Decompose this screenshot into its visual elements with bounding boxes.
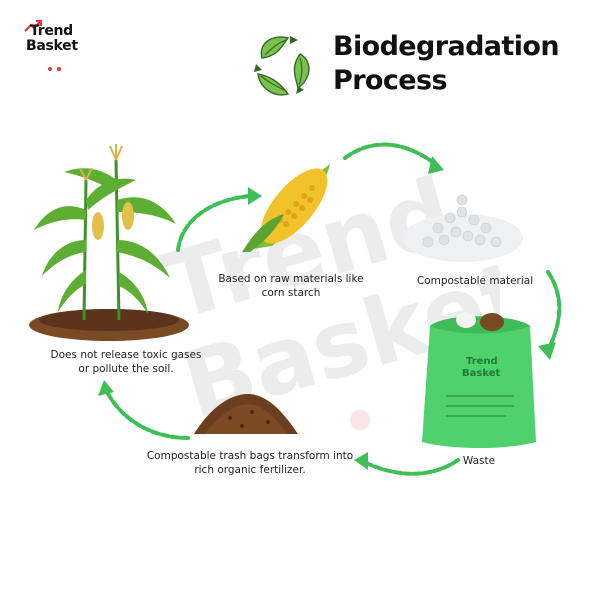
page-title: Biodegradation Process: [333, 30, 560, 98]
title-line1: Biodegradation: [333, 31, 560, 62]
arrow-waste-to-fertilizer: [362, 458, 460, 476]
arrowhead-4: [354, 452, 368, 470]
arrow-corn-to-material: [343, 142, 440, 168]
trend-arrow-icon: [24, 19, 43, 32]
brand-logo: Trend Basket: [22, 18, 92, 71]
arrowhead-2: [428, 156, 444, 174]
bag-print-line2: Basket: [462, 368, 500, 379]
corn-plant-illustration: [29, 144, 189, 341]
step-label-fertilizer: Compostable trash bags transform into ri…: [146, 450, 354, 476]
arrow-material-to-waste: [546, 270, 562, 352]
step-label-waste: Waste: [462, 455, 496, 467]
compostable-bag-illustration: Trend Basket: [422, 312, 536, 448]
corn-cob-illustration: [242, 164, 330, 252]
step-label-raw-materials: Based on raw materials like corn starch: [218, 273, 364, 299]
arrowhead-5: [98, 380, 114, 396]
arrowhead-1: [248, 187, 262, 205]
title-line2: Process: [333, 65, 448, 96]
basket-wheels: [48, 56, 66, 75]
step-label-soil-safe: Does not release toxic gases or pollute …: [50, 349, 202, 375]
compostable-pellets-illustration: [403, 194, 523, 262]
fertilizer-pile-illustration: [194, 394, 298, 434]
arrow-plant-to-corn: [176, 194, 252, 252]
brand-name-line2: Basket: [26, 38, 78, 54]
step-label-compostable-material: Compostable material: [416, 275, 534, 287]
bag-print-line1: Trend: [466, 356, 498, 367]
brand-name-line1: Trend: [30, 23, 73, 39]
recycle-leaves-icon: [254, 36, 310, 96]
arrow-fertilizer-to-plant: [104, 388, 190, 440]
arrowhead-3: [538, 342, 556, 360]
